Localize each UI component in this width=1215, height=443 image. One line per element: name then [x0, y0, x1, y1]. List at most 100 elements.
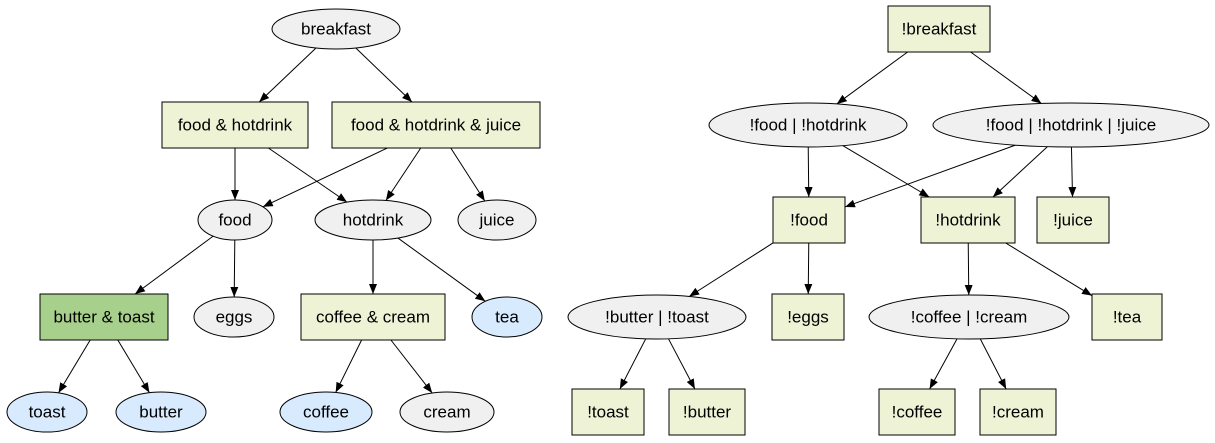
edge-butter_toast-to-butter: [117, 339, 150, 393]
node-box: [161, 101, 309, 149]
node-ellipse: [932, 102, 1210, 148]
node-ellipse: [279, 391, 373, 433]
node-ellipse: [457, 199, 537, 241]
node-ellipse: [193, 296, 275, 338]
node-n-breakfast: !breakfast: [887, 5, 991, 53]
node-hotdrink: hotdrink: [314, 199, 432, 241]
edge-n_food-to-n_eggs: [804, 242, 813, 295]
node-box: [979, 388, 1057, 436]
node-label: juice: [479, 211, 515, 230]
edge-n_breakfast-to-n_food_hot_juice: [970, 51, 1042, 104]
node-label: !butter | !toast: [605, 308, 709, 327]
edge-breakfast-to-food_hot_juice: [355, 47, 413, 103]
edge-n_coffee_cream-to-n_cream: [979, 338, 1007, 390]
edge-n_coffee_cream-to-n_coffee: [929, 338, 958, 390]
node-box: [39, 293, 169, 341]
node-box: [571, 388, 645, 436]
node-ellipse: [115, 391, 207, 433]
edge-n_food_hot_juice-to-n_juice: [1068, 146, 1077, 198]
edge-food-to-eggs: [230, 239, 239, 298]
node-food-hot-juice: food & hotdrink & juice: [331, 101, 541, 149]
node-box: [771, 293, 845, 341]
node-n-food-hot-juice: !food | !hotdrink | !juice: [932, 102, 1210, 148]
node-ellipse: [197, 199, 273, 241]
edge-butter_toast-to-toast: [58, 339, 91, 394]
node-ellipse: [471, 296, 543, 338]
edge-food-to-butter_toast: [134, 235, 214, 295]
node-breakfast: breakfast: [271, 8, 401, 50]
edge-food_hot-to-hotdrink: [268, 147, 348, 203]
node-n-food: !food: [772, 196, 846, 244]
edge-n_food_hot_juice-to-n_hotdrink: [992, 146, 1048, 198]
node-coffee-cream: coffee & cream: [300, 293, 446, 341]
node-label: !juice: [1053, 211, 1093, 230]
node-label: breakfast: [301, 20, 371, 39]
node-label: food & hotdrink & juice: [351, 116, 521, 135]
node-box: [1036, 196, 1110, 244]
node-eggs: eggs: [193, 296, 275, 338]
node-toast: toast: [6, 391, 88, 433]
node-n-coffee-cream: !coffee | !cream: [868, 294, 1070, 340]
node-label: !coffee | !cream: [911, 308, 1028, 327]
node-label: !eggs: [787, 308, 829, 327]
node-label: !tea: [1113, 308, 1142, 327]
node-label: coffee: [303, 403, 349, 422]
node-butter-toast: butter & toast: [39, 293, 169, 341]
node-label: butter: [139, 403, 183, 422]
edge-coffee_cream-to-coffee: [335, 339, 363, 393]
node-n-butter: !butter: [668, 388, 746, 436]
node-label: !butter: [683, 403, 732, 422]
node-label: hotdrink: [343, 211, 404, 230]
node-label: tea: [495, 308, 519, 327]
node-box: [772, 196, 846, 244]
node-n-food-hot: !food | !hotdrink: [708, 102, 908, 148]
nodes-layer: breakfast food & hotdrink food & hotdrink …: [6, 5, 1210, 436]
edge-food_hot_juice-to-hotdrink: [385, 147, 422, 201]
node-ellipse: [868, 294, 1070, 340]
node-cream: cream: [399, 391, 495, 433]
node-food-hot: food & hotdrink: [161, 101, 309, 149]
node-food: food: [197, 199, 273, 241]
edge-n_butter_toast-to-n_butter: [668, 338, 696, 390]
node-butter: butter: [115, 391, 207, 433]
node-n-coffee: !coffee: [878, 388, 956, 436]
node-n-juice: !juice: [1036, 196, 1110, 244]
node-ellipse: [567, 294, 747, 340]
node-label: butter & toast: [53, 308, 154, 327]
edge-n_hotdrink-to-n_coffee_cream: [964, 242, 973, 296]
node-label: !food | !hotdrink: [750, 116, 867, 135]
node-coffee: coffee: [279, 391, 373, 433]
edge-breakfast-to-food_hot: [258, 47, 317, 103]
node-label: food: [218, 211, 251, 230]
edge-n_food_hot-to-n_hotdrink: [842, 145, 930, 198]
node-ellipse: [708, 102, 908, 148]
edge-hotdrink-to-tea: [397, 237, 486, 302]
node-box: [331, 101, 541, 149]
node-n-eggs: !eggs: [771, 293, 845, 341]
node-n-hotdrink: !hotdrink: [920, 196, 1016, 244]
node-box: [1091, 293, 1163, 341]
edge-food_hot_juice-to-juice: [450, 147, 486, 202]
node-label: !hotdrink: [935, 211, 1001, 230]
edge-n_food_hot_juice-to-n_food: [844, 144, 1016, 208]
node-ellipse: [271, 8, 401, 50]
edges-layer: [58, 47, 1093, 394]
node-box: [668, 388, 746, 436]
edge-n_butter_toast-to-n_toast: [619, 338, 647, 390]
node-box: [878, 388, 956, 436]
node-label: !coffee: [892, 403, 943, 422]
node-label: eggs: [216, 308, 253, 327]
node-box: [920, 196, 1016, 244]
edge-n_breakfast-to-n_food_hot: [836, 51, 908, 105]
node-label: !toast: [587, 403, 629, 422]
node-n-cream: !cream: [979, 388, 1057, 436]
node-label: coffee & cream: [316, 308, 430, 327]
node-n-tea: !tea: [1091, 293, 1163, 341]
node-label: food & hotdrink: [178, 116, 293, 135]
edge-n_food_hot-to-n_food: [804, 146, 813, 198]
node-ellipse: [314, 199, 432, 241]
node-juice: juice: [457, 199, 537, 241]
node-n-toast: !toast: [571, 388, 645, 436]
node-label: toast: [29, 403, 66, 422]
